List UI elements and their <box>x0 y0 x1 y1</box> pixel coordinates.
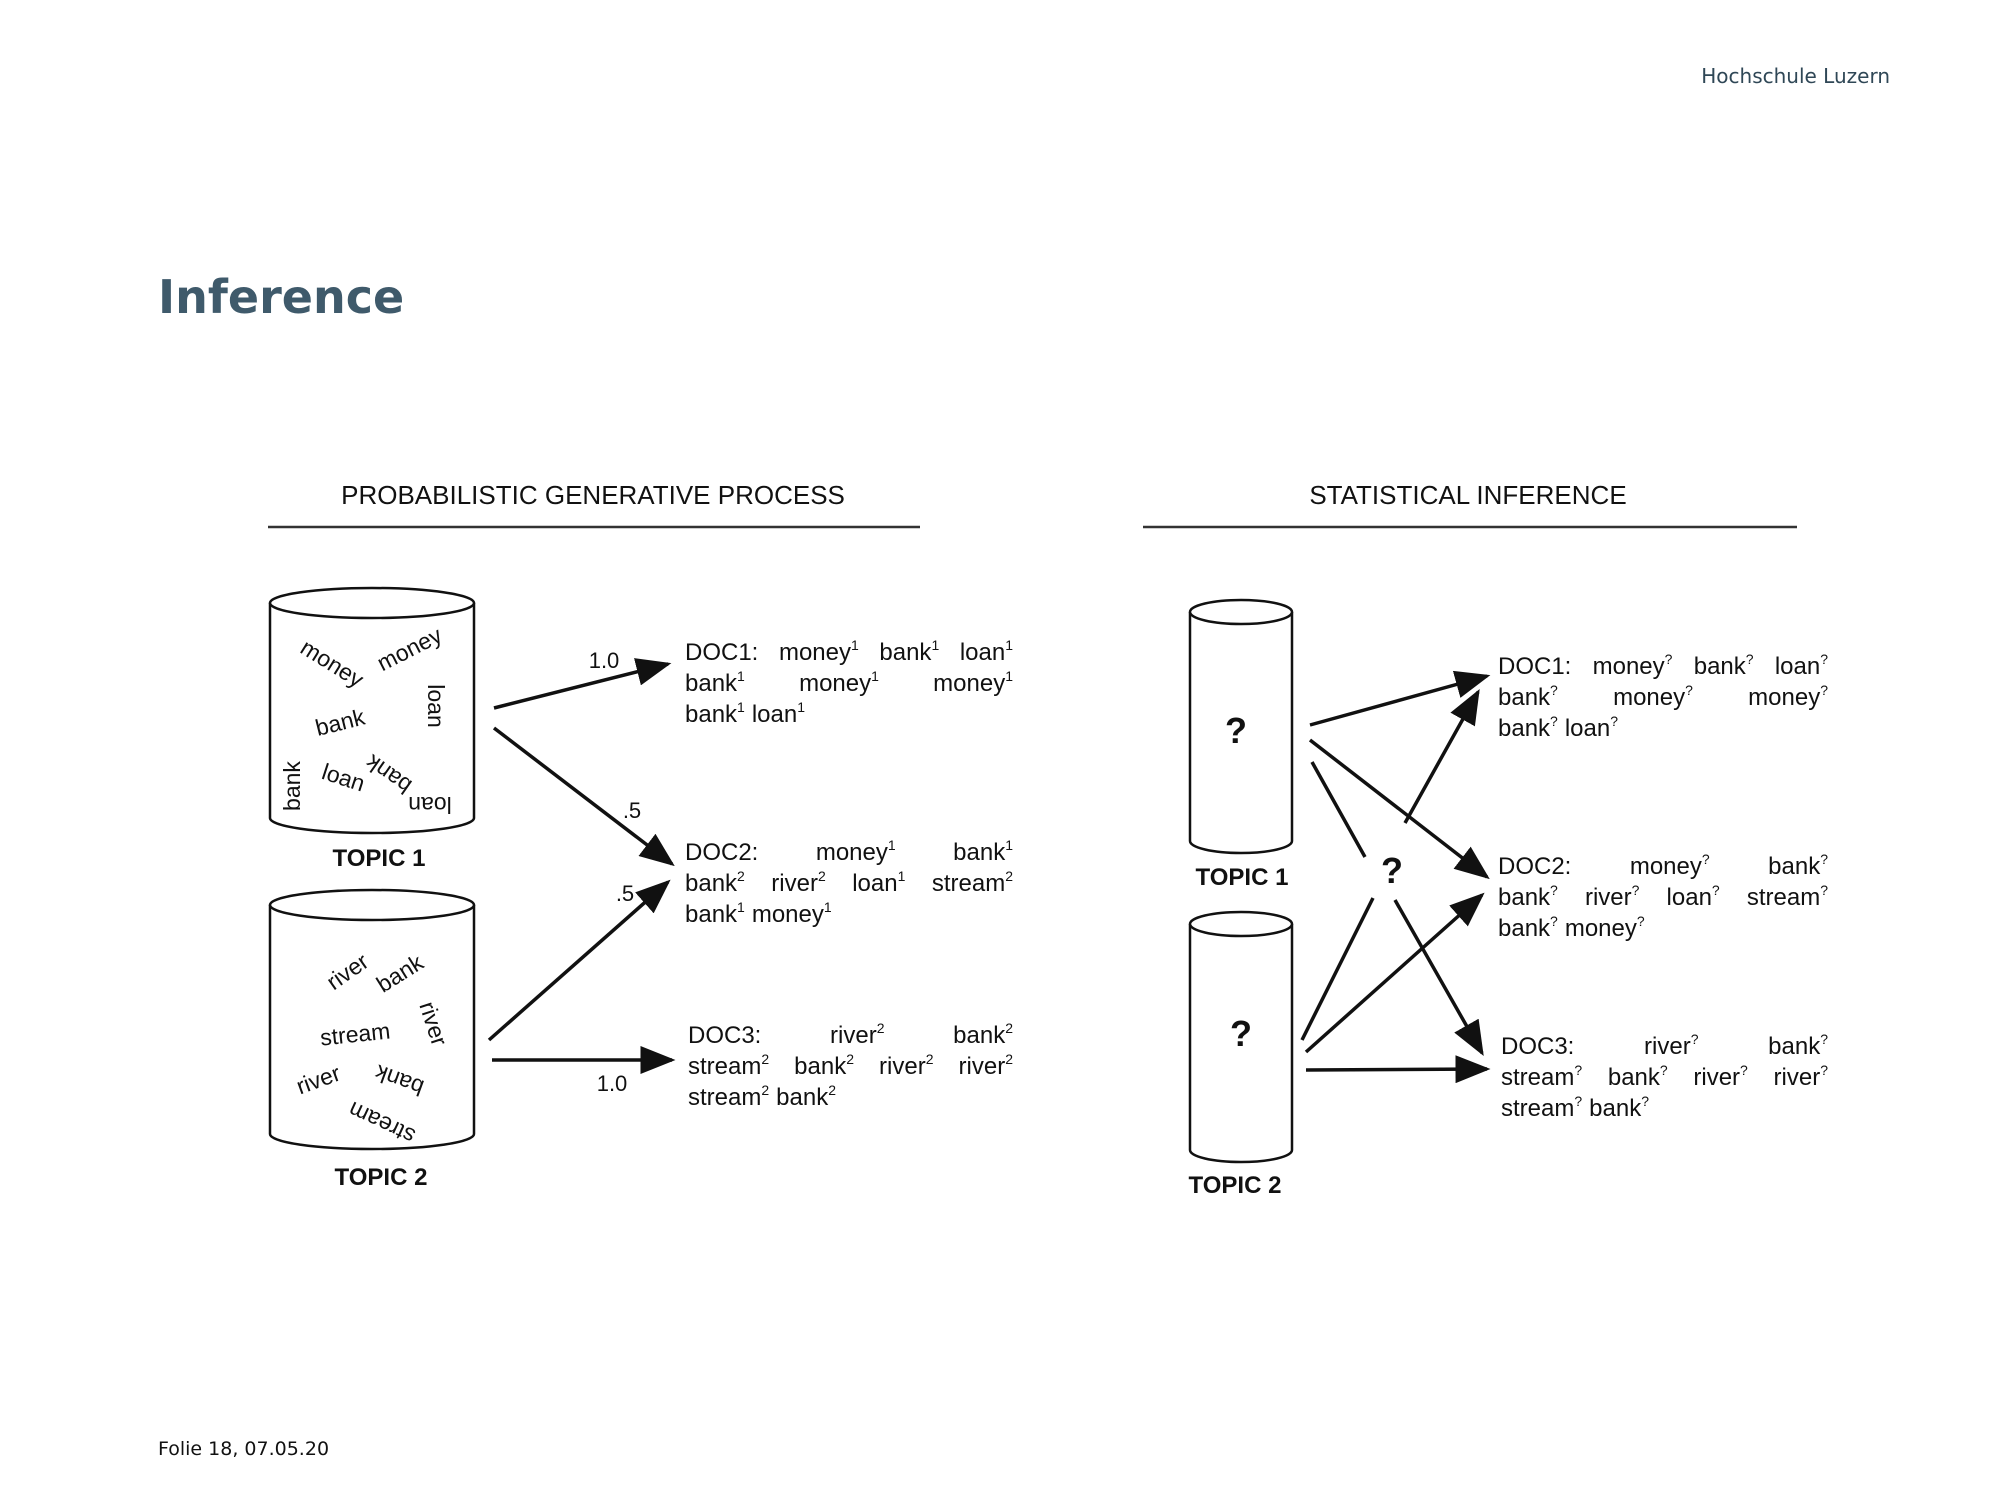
statistical-inference-heading: STATISTICAL INFERENCE <box>1309 480 1626 510</box>
unknown-assignment-mark: ? <box>1381 850 1403 891</box>
slide-title: Inference <box>158 270 405 324</box>
doc-token: river? <box>1585 882 1640 911</box>
doc-token: money1 <box>779 637 859 666</box>
doc-token: loan1 <box>960 637 1013 666</box>
doc-token: river? <box>1693 1062 1748 1091</box>
arrow-topic1-doc1 <box>1309 670 1491 727</box>
doc-token: money? <box>1613 682 1693 711</box>
doc-token: bank2 <box>794 1051 854 1080</box>
topic1-word: loan <box>408 792 451 818</box>
doc-label: DOC3: <box>1501 1033 1574 1060</box>
brand-wordmark: Hochschule Luzern <box>1701 64 1890 88</box>
doc-label: DOC3: <box>688 1022 761 1049</box>
doc-token: bank1 <box>685 668 745 697</box>
doc-token: bank2 <box>685 868 745 897</box>
doc-label: DOC1: <box>685 639 758 666</box>
doc-token: bank2 <box>776 1082 836 1111</box>
arrow-topic1-doc3 <box>1310 761 1482 1053</box>
unknown-topic-mark: ? <box>1230 1013 1252 1054</box>
right-doc1-text: DOC1:money?bank?loan?bank?money?money?ba… <box>1498 651 1828 742</box>
doc-token: loan? <box>1667 882 1720 911</box>
doc-token: river2 <box>879 1051 934 1080</box>
doc-token: bank? <box>1608 1062 1668 1091</box>
doc-token: bank? <box>1498 713 1558 742</box>
doc-token: money? <box>1565 913 1645 942</box>
doc-token: bank? <box>1768 851 1828 880</box>
doc-token: stream2 <box>688 1051 769 1080</box>
doc-token: river2 <box>771 868 826 897</box>
edge-weight-label: 1.0 <box>589 648 620 673</box>
doc-token: river2 <box>830 1020 885 1049</box>
inferred-topic2-cylinder <box>1188 910 1294 1164</box>
edge-weight-label: .5 <box>623 798 641 823</box>
doc-token: money1 <box>799 668 879 697</box>
topic1-label: TOPIC 1 <box>333 845 426 872</box>
doc-label: DOC2: <box>1498 853 1571 880</box>
doc-label: DOC2: <box>685 839 758 866</box>
doc-token: money1 <box>933 668 1013 697</box>
doc-token: loan? <box>1565 713 1618 742</box>
generative-process-heading: PROBABILISTIC GENERATIVE PROCESS <box>341 480 845 510</box>
doc-token: money1 <box>816 837 896 866</box>
doc-token: bank? <box>1498 682 1558 711</box>
right-doc2-text: DOC2:money?bank?bank?river?loan?stream?b… <box>1498 851 1828 942</box>
topic1-cylinder <box>268 586 476 835</box>
doc-token: money? <box>1748 682 1828 711</box>
doc-token: river? <box>1644 1031 1699 1060</box>
arrow-topic2-doc2 <box>1304 892 1485 1054</box>
doc-token: stream? <box>1501 1062 1582 1091</box>
inferred-topic2-label: TOPIC 2 <box>1189 1172 1282 1199</box>
doc-token: bank? <box>1768 1031 1828 1060</box>
arrow-topic2-doc1 <box>1300 692 1478 1041</box>
doc-token: bank? <box>1589 1093 1649 1122</box>
topic1-word: bank <box>279 761 305 811</box>
doc-token: loan1 <box>852 868 905 897</box>
topic1-word: loan <box>423 684 449 727</box>
edge-weight-label: 1.0 <box>597 1071 628 1096</box>
edge-weight-label: .5 <box>616 881 634 906</box>
doc-token: bank? <box>1498 882 1558 911</box>
right-doc3-text: DOC3:river?bank?stream?bank?river?river?… <box>1501 1031 1828 1122</box>
doc-token: bank1 <box>685 899 745 928</box>
arrow-topic1-doc2 <box>1308 738 1490 880</box>
doc-token: money? <box>1593 651 1673 680</box>
arrow-topic1-doc1 <box>493 658 672 710</box>
doc-token: stream2 <box>688 1082 769 1111</box>
doc-token: river? <box>1774 1062 1829 1091</box>
doc-label: DOC1: <box>1498 653 1571 680</box>
doc-token: stream? <box>1501 1093 1582 1122</box>
doc-token: loan? <box>1775 651 1828 680</box>
inferred-topic1-cylinder <box>1188 598 1294 855</box>
doc-token: bank1 <box>685 699 745 728</box>
slide-footer: Folie 18, 07.05.20 <box>158 1438 330 1460</box>
doc-token: bank1 <box>953 837 1013 866</box>
unknown-topic-mark: ? <box>1225 710 1247 751</box>
doc-token: river2 <box>959 1051 1014 1080</box>
doc-token: bank2 <box>953 1020 1013 1049</box>
doc-token: bank1 <box>879 637 939 666</box>
doc-token: stream2 <box>932 868 1013 897</box>
topic2-label: TOPIC 2 <box>335 1164 428 1191</box>
arrow-topic2-doc2 <box>487 879 671 1042</box>
doc-token: loan1 <box>752 699 805 728</box>
inferred-topic1-label: TOPIC 1 <box>1196 864 1289 891</box>
arrow-topic1-doc2 <box>492 726 675 867</box>
doc-token: money? <box>1630 851 1710 880</box>
arrow-topic2-doc3 <box>1305 1055 1491 1084</box>
doc-token: stream? <box>1747 882 1828 911</box>
topic2-cylinder <box>268 888 476 1151</box>
doc-token: bank? <box>1694 651 1754 680</box>
doc-token: money1 <box>752 899 832 928</box>
doc-token: bank? <box>1498 913 1558 942</box>
